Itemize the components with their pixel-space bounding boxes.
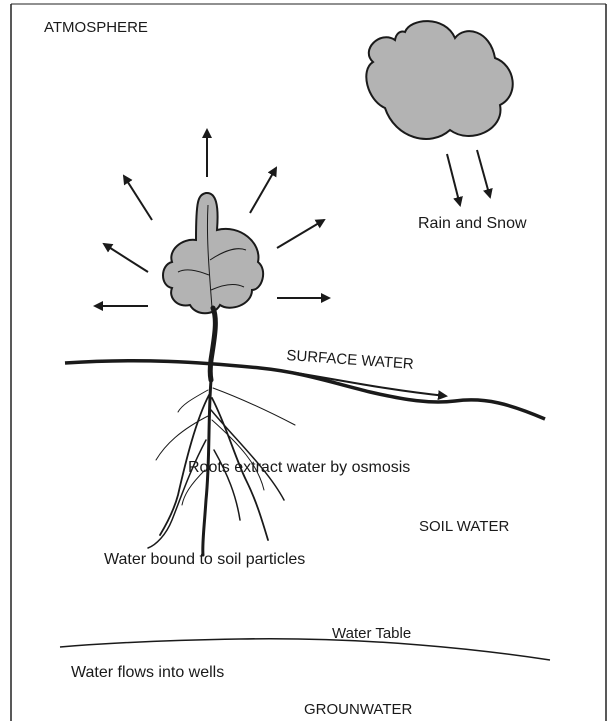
surface-water-arrow — [278, 370, 446, 396]
bound-water-label: Water bound to soil particles — [104, 552, 305, 568]
atmosphere-label: ATMOSPHERE — [44, 20, 148, 35]
water-table-line — [60, 639, 550, 660]
roots-label: Roots extract water by osmosis — [188, 460, 410, 476]
water-table-label: Water Table — [332, 626, 411, 641]
groundwater-label: GROUNWATER — [304, 702, 412, 717]
tree-trunk — [210, 308, 215, 380]
tree-canopy — [163, 193, 263, 313]
ground-surface-line — [65, 361, 545, 419]
soil-water-label: SOIL WATER — [419, 519, 509, 534]
wells-label: Water flows into wells — [71, 665, 224, 681]
rain-snow-label: Rain and Snow — [418, 216, 527, 232]
cloud — [366, 21, 512, 139]
rain-arrows — [447, 150, 490, 205]
